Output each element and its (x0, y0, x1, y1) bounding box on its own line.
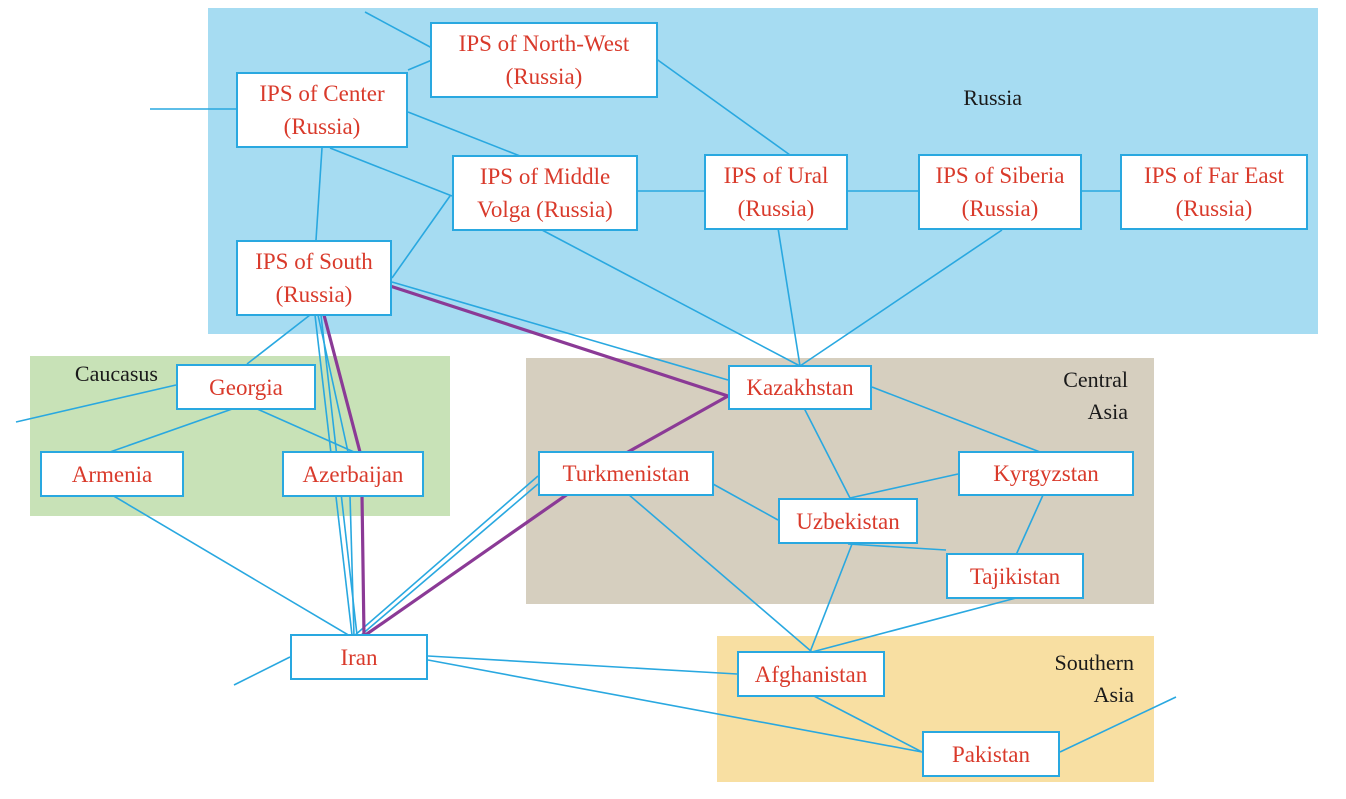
route-south-kazakhstan-turkmenistan-iran (363, 284, 730, 638)
node-ips-center-line1: IPS of Center (259, 81, 385, 106)
node-ips-south-line2: (Russia) (275, 282, 353, 307)
region-label-southern-asia-line1: Southern (1054, 650, 1134, 675)
link-armenia-iran (111, 494, 351, 637)
link-volga-south (391, 195, 451, 279)
node-kazakhstan: Kazakhstan (728, 365, 872, 410)
node-ips-far-east-line1: IPS of Far East (1144, 163, 1284, 188)
link-azerbaijan-iran (349, 494, 355, 637)
node-azerbaijan: Azerbaijan (282, 451, 424, 497)
link-center-volga (407, 111, 521, 157)
node-ips-siberia-line2: (Russia) (961, 196, 1039, 221)
link-georgia-azerbaijan (254, 407, 355, 453)
link-siberia-kazakhstan (799, 229, 1003, 367)
node-afghanistan: Afghanistan (737, 651, 885, 697)
link-center-south (315, 147, 323, 241)
node-ips-south-line1: IPS of South (255, 249, 373, 274)
node-ips-far-east: IPS of Far East (Russia) (1120, 154, 1308, 230)
link-volga-kazakhstan (541, 229, 801, 367)
link-ural-kazakhstan (777, 227, 801, 367)
link-kazakhstan-uzbekistan (803, 407, 851, 499)
node-uzbekistan: Uzbekistan (778, 498, 918, 544)
node-ips-middle-volga: IPS of Middle Volga (Russia) (452, 155, 638, 231)
link-georgia-offpage (15, 384, 177, 423)
region-label-caucasus: Caucasus (74, 361, 158, 386)
link-center-volga-2 (329, 147, 453, 197)
region-label-central-asia-line2: Asia (1087, 399, 1128, 424)
node-georgia: Georgia (176, 364, 316, 410)
link-nw-offpage (364, 11, 433, 49)
link-turkmenistan-uzbekistan (712, 483, 779, 521)
node-turkmenistan: Turkmenistan (538, 451, 714, 496)
link-center-nw (407, 59, 433, 71)
region-label-central-asia: Central Asia (1010, 364, 1128, 428)
node-ips-south: IPS of South (Russia) (236, 240, 392, 316)
link-turkmenistan-iran-b (359, 483, 539, 637)
link-iran-afghanistan (427, 655, 738, 675)
region-label-central-asia-line1: Central (1063, 367, 1128, 392)
link-south-georgia (246, 314, 311, 365)
link-kyrgyzstan-uzbekistan (849, 473, 959, 499)
link-iran-pakistan (427, 659, 923, 753)
link-uzbekistan-afghanistan (809, 543, 853, 653)
region-label-southern-asia-line2: Asia (1093, 682, 1134, 707)
link-iran-offpage (233, 656, 291, 686)
node-ips-far-east-line2: (Russia) (1175, 196, 1253, 221)
link-tajikistan-afghanistan (811, 597, 1017, 653)
node-ips-north-west-line1: IPS of North-West (458, 31, 630, 56)
node-iran: Iran (290, 634, 428, 680)
node-tajikistan: Tajikistan (946, 553, 1084, 599)
link-turkmenistan-iran-a (353, 475, 539, 637)
node-ips-ural: IPS of Ural (Russia) (704, 154, 848, 230)
link-pakistan-offpage (1059, 696, 1177, 753)
link-south-kazakhstan (391, 281, 729, 381)
node-ips-middle-volga-line2: Volga (Russia) (477, 197, 613, 222)
link-nw-ural (654, 57, 791, 156)
link-uzbekistan-tajikistan (847, 543, 947, 551)
link-afghanistan-pakistan (811, 694, 923, 753)
node-ips-north-west-line2: (Russia) (505, 64, 583, 89)
link-turkmenistan-afghanistan (627, 493, 813, 653)
node-pakistan: Pakistan (922, 731, 1060, 777)
link-kazakhstan-kyrgyzstan (871, 386, 1041, 453)
node-kyrgyzstan: Kyrgyzstan (958, 451, 1134, 496)
node-ips-ural-line1: IPS of Ural (723, 163, 829, 188)
node-ips-center: IPS of Center (Russia) (236, 72, 408, 148)
node-ips-siberia: IPS of Siberia (Russia) (918, 154, 1082, 230)
node-ips-center-line2: (Russia) (283, 114, 361, 139)
node-ips-ural-line2: (Russia) (737, 196, 815, 221)
node-ips-middle-volga-line1: IPS of Middle (479, 164, 611, 189)
region-label-russia: Russia (963, 85, 1022, 110)
node-ips-north-west: IPS of North-West (Russia) (430, 22, 658, 98)
node-ips-siberia-line1: IPS of Siberia (935, 163, 1065, 188)
link-georgia-armenia (109, 407, 236, 453)
region-label-southern-asia: Southern Asia (1010, 647, 1134, 711)
node-armenia: Armenia (40, 451, 184, 497)
link-kyrgyzstan-tajikistan (1015, 494, 1044, 556)
